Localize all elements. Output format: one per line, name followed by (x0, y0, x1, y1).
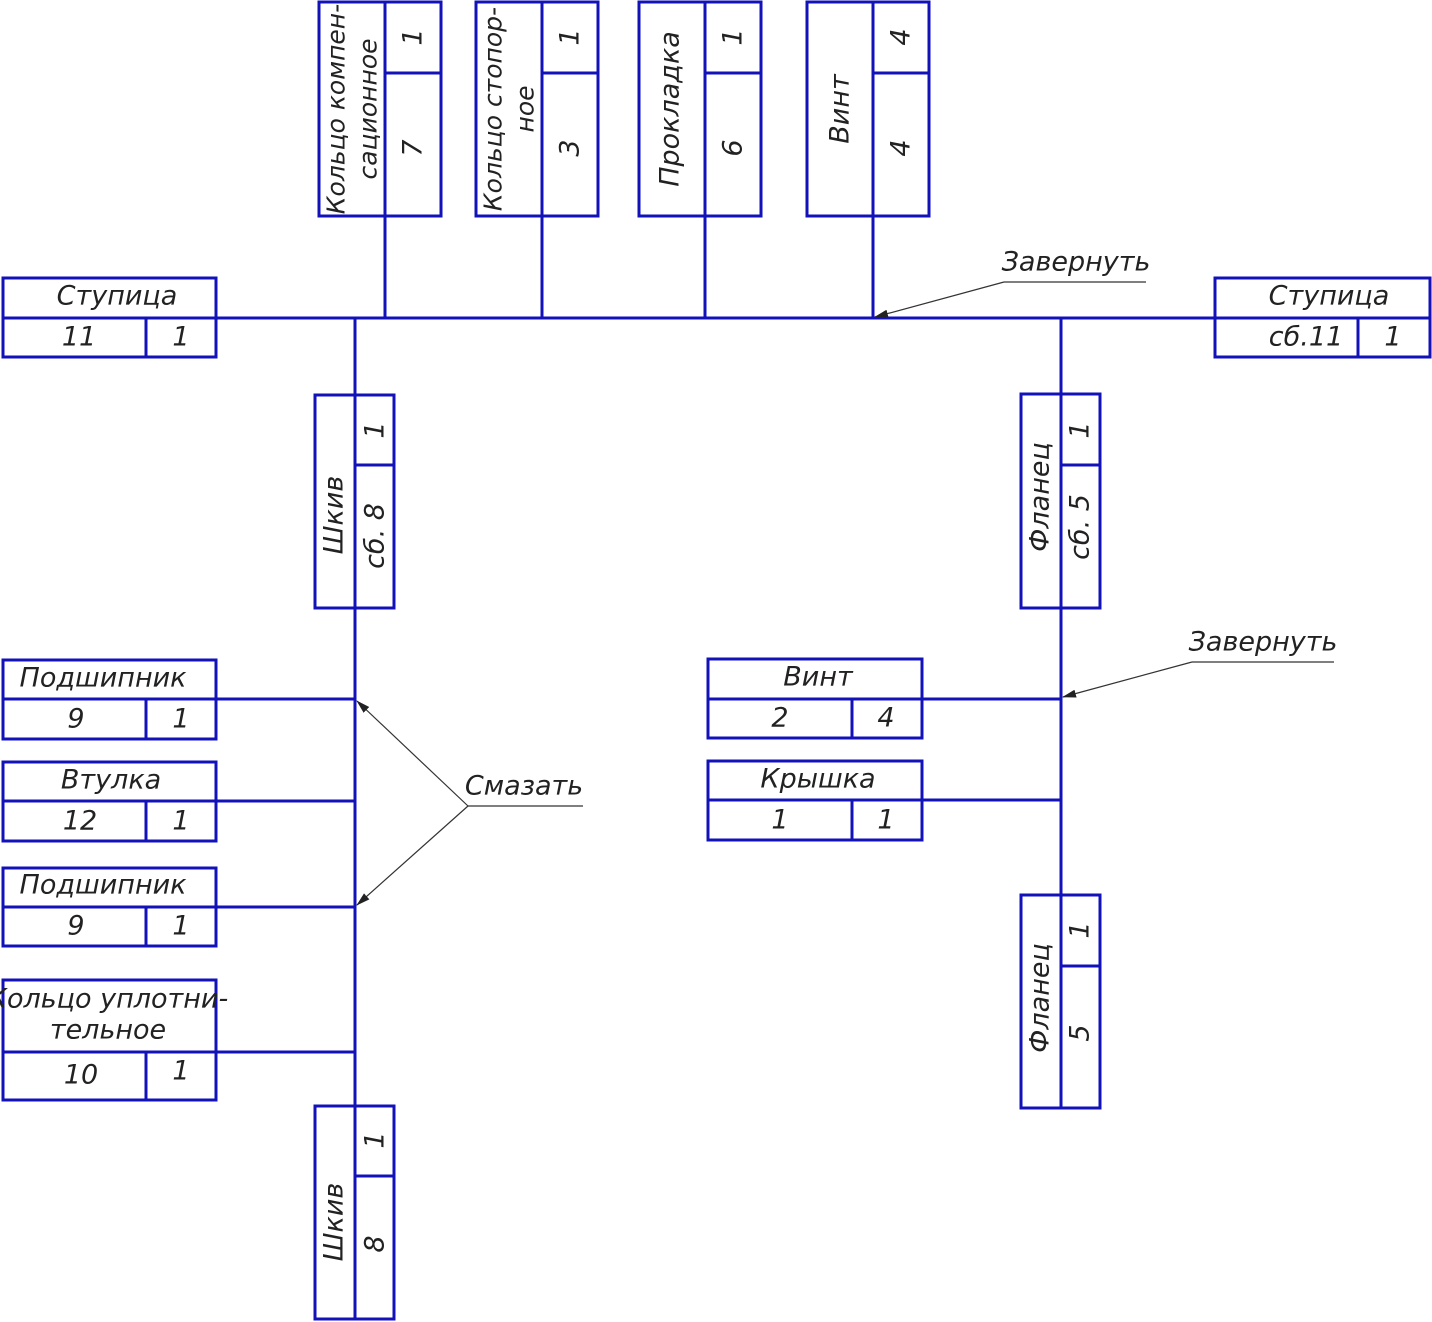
pulley-sub-number: сб. 8 (360, 503, 391, 569)
lubricate-label: Смазать (465, 771, 583, 802)
sealing-ring-name-2: тельное (50, 1015, 166, 1046)
note-screw-right: Завернуть (1062, 627, 1338, 698)
top-part-screw: Винт 4 4 (805, 0, 931, 218)
left-part-bearing-1: Подшипник 9 1 (1, 658, 218, 741)
hub-left-qty: 1 (172, 322, 189, 353)
top-screw-qty: 4 (886, 28, 917, 45)
compensating-ring-qty: 1 (398, 28, 429, 45)
bearing-2-qty: 1 (172, 911, 189, 942)
connector-lines (216, 216, 1215, 1106)
lubricate-arrow-1 (356, 700, 469, 807)
sealing-ring-name-1: Кольцо уплотни- (0, 984, 228, 1015)
right-screw-number: 2 (771, 703, 788, 734)
hub-right-name: Ступица (1269, 281, 1390, 312)
right-screw-qty: 4 (877, 703, 894, 734)
right-screw-name: Винт (783, 662, 854, 693)
screw-top-label: Завернуть (1002, 247, 1151, 278)
pulley-sub-qty: 1 (360, 421, 391, 438)
locking-ring-name-2: ное (511, 85, 540, 132)
compensating-ring-number: 7 (398, 139, 429, 156)
top-part-gasket: Прокладка 1 6 (637, 0, 763, 218)
cover-qty: 1 (877, 805, 894, 836)
pulley-sub-name: Шкив (319, 476, 350, 555)
left-base-pulley: Шкив 1 8 (313, 1104, 396, 1321)
flange-base-name: Фланец (1025, 943, 1056, 1053)
left-part-sealing-ring: Кольцо уплотни- тельное 10 1 (0, 978, 228, 1102)
locking-ring-name-1: Кольцо стопор- (479, 7, 508, 211)
bearing-2-name: Подшипник (20, 870, 188, 901)
hub-right-number: сб.11 (1269, 322, 1343, 353)
locking-ring-number: 3 (555, 139, 586, 156)
screw-right-arrow (1062, 661, 1193, 698)
hub-left-number: 11 (62, 322, 96, 353)
gasket-name: Прокладка (655, 31, 686, 187)
locking-ring-qty: 1 (555, 28, 586, 45)
flange-base-qty: 1 (1065, 921, 1096, 938)
top-part-compensating-ring: Кольцо компен- сационное 1 7 (317, 0, 443, 218)
screw-top-arrow (874, 281, 1005, 318)
left-subassembly-pulley: Шкив 1 сб. 8 (313, 393, 396, 610)
note-lubricate: Смазать (356, 700, 583, 906)
bushing-number: 12 (63, 806, 97, 837)
hub-right-qty: 1 (1384, 322, 1401, 353)
right-base-flange: Фланец 1 5 (1019, 893, 1102, 1110)
right-part-cover: Крышка 1 1 (706, 759, 924, 842)
screw-right-label: Завернуть (1189, 627, 1338, 658)
top-part-locking-ring: Кольцо стопор- ное 1 3 (474, 0, 600, 218)
compensating-ring-name-2: сационное (354, 39, 383, 180)
gasket-qty: 1 (718, 28, 749, 45)
bushing-name: Втулка (61, 765, 161, 796)
left-part-bearing-2: Подшипник 9 1 (1, 866, 218, 948)
right-subassembly-flange: Фланец 1 сб. 5 (1019, 392, 1102, 610)
pulley-base-name: Шкив (319, 1183, 350, 1262)
hub-left-name: Ступица (57, 281, 178, 312)
bearing-1-number: 9 (67, 704, 84, 735)
right-part-screw: Винт 2 4 (706, 657, 924, 740)
note-screw-top: Завернуть (874, 247, 1151, 318)
flange-sub-number: сб. 5 (1065, 494, 1096, 560)
bearing-1-name: Подшипник (20, 663, 188, 694)
sealing-ring-qty: 1 (172, 1056, 189, 1087)
left-part-bushing: Втулка 12 1 (1, 760, 218, 843)
lubricate-arrow-2 (356, 805, 469, 906)
pulley-base-qty: 1 (360, 1131, 391, 1148)
gasket-number: 6 (718, 139, 749, 156)
top-screw-name: Винт (825, 73, 856, 144)
base-part-hub-right: Ступица сб.11 1 (1213, 276, 1432, 359)
compensating-ring-name-1: Кольцо компен- (322, 4, 351, 214)
sealing-ring-number: 10 (64, 1060, 98, 1091)
flange-sub-name: Фланец (1025, 442, 1056, 552)
bearing-1-qty: 1 (172, 704, 189, 735)
flange-sub-qty: 1 (1065, 421, 1096, 438)
base-part-hub-left: Ступица 11 1 (1, 276, 218, 359)
bearing-2-number: 9 (67, 911, 84, 942)
top-screw-number: 4 (886, 139, 917, 156)
cover-name: Крышка (760, 764, 875, 795)
bushing-qty: 1 (172, 806, 189, 837)
pulley-base-number: 8 (360, 1235, 391, 1252)
cover-number: 1 (771, 805, 788, 836)
flange-base-number: 5 (1065, 1024, 1096, 1041)
